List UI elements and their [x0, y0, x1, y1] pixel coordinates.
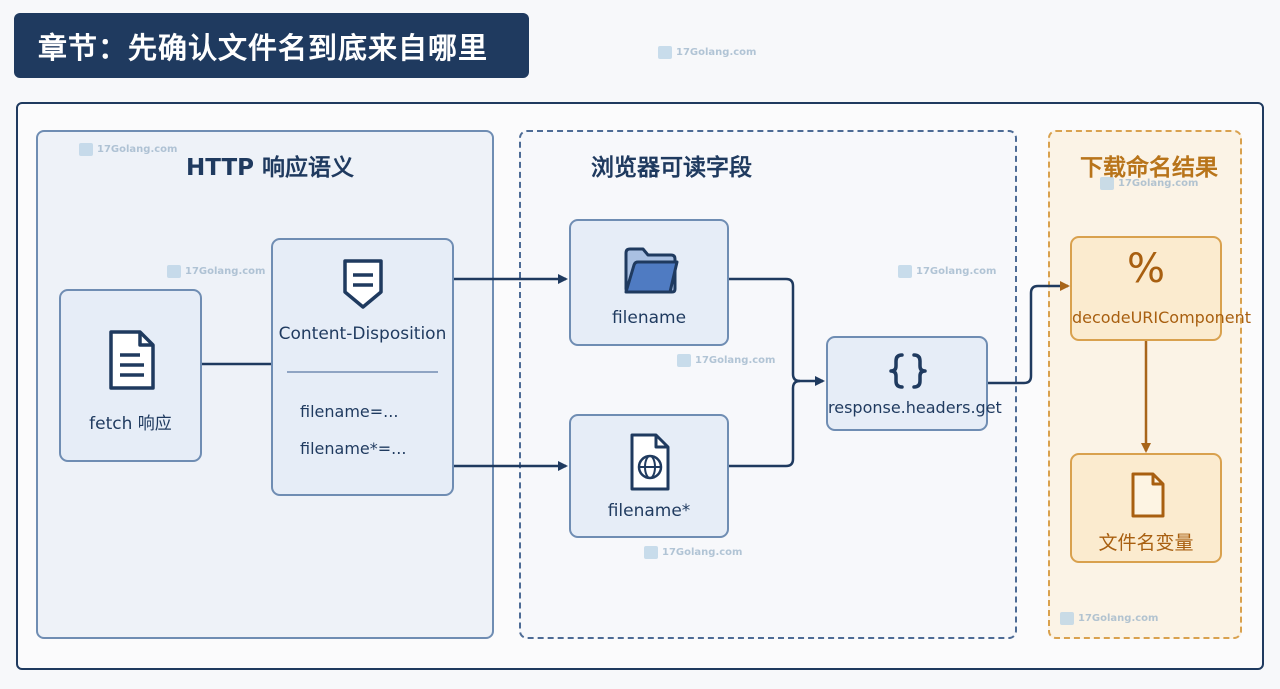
- watermark-logo-icon: [1100, 177, 1114, 190]
- panel-browser-title: 浏览器可读字段: [591, 155, 752, 181]
- arrow-filename-star-to-headers: [728, 379, 801, 468]
- node-decode-label: decodeURIComponent: [1072, 308, 1252, 327]
- node-filename-label: filename: [611, 308, 687, 328]
- watermark-logo-icon: [79, 143, 93, 156]
- watermark: 17Golang.com: [644, 546, 742, 559]
- watermark: 17Golang.com: [898, 265, 996, 278]
- node-filename-star: filename*: [569, 414, 729, 538]
- globe-document-icon: [630, 433, 670, 491]
- panel-http-title: HTTP 响应语义: [186, 155, 355, 181]
- node-headers-label: response.headers.get: [828, 398, 1002, 417]
- node-fetch-label: fetch 响应: [89, 414, 172, 434]
- panel-download-title: 下载命名结果: [1080, 155, 1218, 181]
- node-disposition-label: Content-Disposition: [278, 324, 447, 344]
- watermark-logo-icon: [898, 265, 912, 278]
- watermark-logo-icon: [677, 354, 691, 367]
- percent-icon: %: [1126, 246, 1165, 292]
- watermark: 17Golang.com: [1100, 177, 1198, 190]
- watermark: 17Golang.com: [79, 143, 177, 156]
- node-filename-variable: 文件名变量: [1070, 453, 1222, 563]
- watermark-logo-icon: [167, 265, 181, 278]
- disposition-line-filename-star: filename*=...: [300, 439, 407, 458]
- shield-document-icon: [343, 259, 383, 309]
- watermark: 17Golang.com: [1060, 612, 1158, 625]
- watermark-logo-icon: [658, 46, 672, 59]
- file-icon: [1131, 472, 1165, 518]
- node-filename-star-label: filename*: [607, 501, 691, 521]
- document-icon: [109, 330, 155, 390]
- disposition-line-filename: filename=...: [300, 402, 399, 421]
- braces-icon: [889, 353, 927, 389]
- node-decode-uri: % decodeURIComponent: [1070, 236, 1252, 341]
- node-variable-label: 文件名变量: [1098, 532, 1194, 554]
- watermark: 17Golang.com: [658, 46, 756, 59]
- node-fetch-response: fetch 响应: [59, 289, 202, 462]
- node-filename: filename: [569, 219, 729, 346]
- node-headers-get: response.headers.get: [826, 336, 1002, 431]
- watermark: 17Golang.com: [167, 265, 265, 278]
- watermark-logo-icon: [1060, 612, 1074, 625]
- watermark: 17Golang.com: [677, 354, 775, 367]
- node-content-disposition: Content-Disposition filename=... filenam…: [271, 238, 454, 496]
- arrow-headers-to-decode: [988, 281, 1070, 385]
- page-title: 章节：先确认文件名到底来自哪里: [38, 30, 489, 65]
- divider: [287, 371, 438, 373]
- folder-icon: [624, 247, 679, 294]
- watermark-logo-icon: [644, 546, 658, 559]
- header-banner: 章节：先确认文件名到底来自哪里: [14, 13, 529, 78]
